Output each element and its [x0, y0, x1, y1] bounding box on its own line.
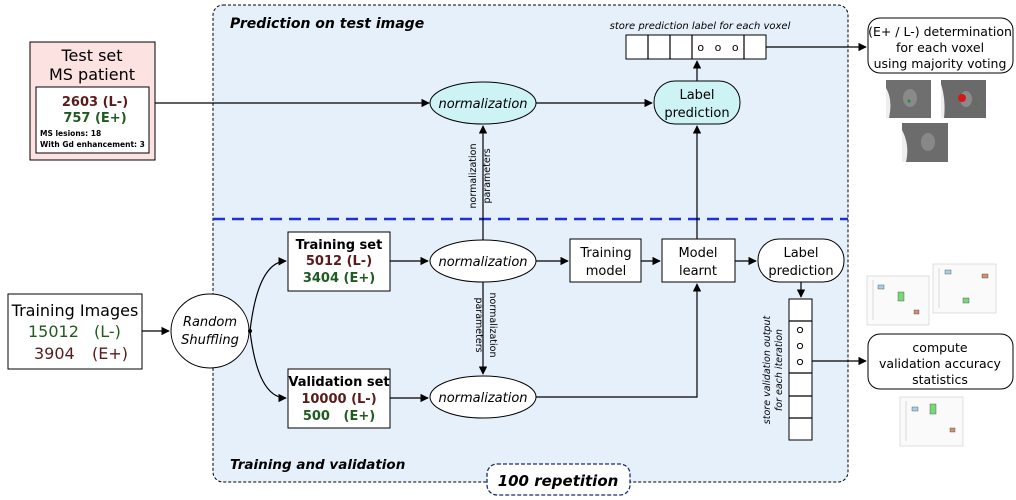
model-learnt-line1: Model [678, 246, 717, 261]
validation-set-title: Validation set [288, 375, 389, 390]
compute-line3: statistics [912, 372, 968, 387]
compute-box [867, 333, 1014, 390]
training-set-box [287, 231, 391, 292]
label-prediction-test-line1: Label [679, 88, 714, 103]
training-images-l-num: 15012 [28, 322, 79, 341]
label-prediction-test-line2: prediction [664, 106, 729, 121]
repetition-badge [486, 463, 631, 496]
test-count-e: 757 (E+) [63, 111, 126, 126]
normalization-test-label: normalization [438, 97, 527, 112]
repetition-label: 100 repetition [498, 472, 619, 490]
determination-line1: (E+ / L-) determination [868, 24, 1012, 39]
model-learnt-line2: learnt [679, 264, 717, 279]
norm-params-up-line1: normalization [468, 144, 479, 209]
store-validation-line1: store validation output [762, 315, 773, 425]
test-count-l: 2603 (L-) [62, 95, 128, 110]
norm-params-down-line1: normalization [487, 293, 498, 358]
training-images-title: Training Images [11, 301, 139, 320]
flow-arrows [142, 42, 867, 403]
training-model-box [569, 238, 642, 283]
training-images-e-lbl: (E+) [92, 344, 128, 363]
norm-params-up-line2: parameters [482, 148, 493, 203]
determination-line2: for each voxel [896, 40, 984, 55]
mri-image-3 [902, 123, 948, 162]
boxplot-thumbnail-3 [899, 396, 964, 447]
validation-strip [788, 298, 813, 441]
random-shuffling-line1: Random [183, 315, 237, 330]
compute-line1: compute [912, 340, 967, 355]
training-set-count-l: 5012 (L-) [306, 254, 372, 269]
determination-line3: using majority voting [874, 56, 1007, 71]
training-set-title: Training set [296, 238, 383, 253]
normalization-val-label: normalization [438, 391, 527, 406]
validation-set-box [287, 368, 391, 429]
test-set-inner [35, 86, 150, 154]
label-prediction-train-line1: Label [783, 246, 818, 261]
mri-image-1 [886, 80, 931, 118]
panel-top-title: Prediction on test image [230, 16, 424, 32]
random-shuffling-node [170, 293, 250, 369]
training-set-count-e: 3404 (E+) [303, 271, 375, 286]
training-images-l-lbl: (L-) [94, 322, 121, 341]
label-prediction-train-line2: prediction [768, 264, 833, 279]
prediction-strip-dots: o o o [697, 41, 738, 54]
mri-image-2 [941, 80, 986, 118]
training-model-line1: Training [579, 246, 631, 261]
training-model-line2: model [586, 264, 626, 279]
validation-set-count-l: 10000 (L-) [301, 392, 376, 407]
test-set-title: Test set [60, 46, 122, 65]
panel-bottom-title: Training and validation [230, 457, 405, 473]
boxplot-thumbnail-2 [932, 263, 997, 314]
compute-line2: validation accuracy [879, 356, 1002, 371]
validation-set-count-e: 500 (E+) [303, 409, 375, 424]
boxplot-thumbnail-1 [866, 275, 930, 326]
training-images-box [7, 293, 143, 370]
store-validation-line2: for each iteration [774, 329, 785, 411]
validation-dot [796, 358, 804, 366]
test-lesions: MS lesions: 18 [40, 129, 101, 138]
validation-dot [796, 326, 804, 334]
validation-dot [796, 342, 804, 350]
training-images-e-num: 3904 [34, 344, 75, 363]
random-shuffling-line2: Shuffling [181, 333, 239, 348]
prediction-strip [625, 34, 767, 60]
determination-box [867, 17, 1014, 74]
test-set-subtitle: MS patient [49, 65, 135, 84]
normalization-train-label: normalization [438, 255, 527, 270]
norm-params-down-line2: parameters [473, 297, 484, 352]
store-prediction-label: store prediction label for each voxel [610, 21, 791, 32]
test-gd: With Gd enhancement: 3 [40, 140, 145, 149]
